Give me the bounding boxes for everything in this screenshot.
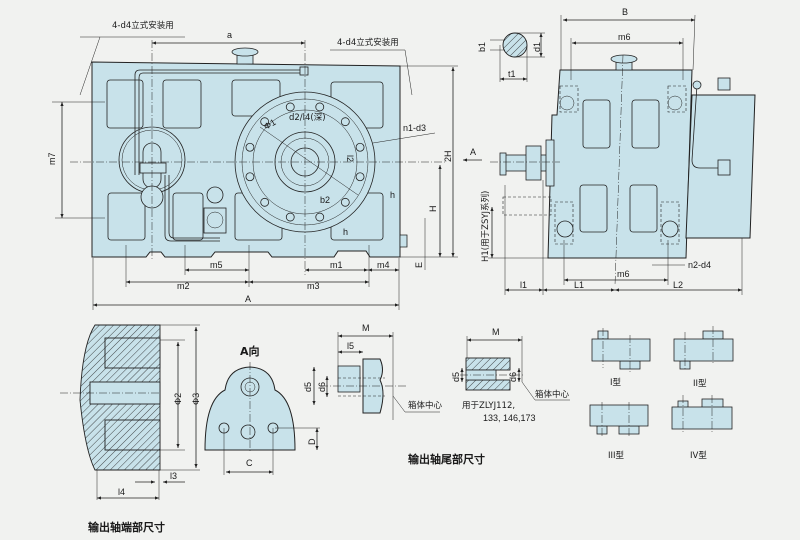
dim-m1: m1 — [330, 260, 343, 270]
dim-m2: m2 — [177, 281, 190, 291]
dim-d1: d1 — [532, 42, 542, 52]
dim-H1: H1(用于ZSYJ系列) — [480, 191, 491, 262]
dim-m6-bottom: m6 — [617, 269, 630, 279]
tail-right-d5: d5 — [451, 372, 461, 382]
dim-L2: L2 — [673, 280, 683, 290]
side-dimensions — [463, 14, 743, 295]
bolt-hole — [340, 117, 350, 127]
dim-t1: t1 — [508, 69, 516, 79]
dim-l3: l3 — [170, 471, 177, 481]
output-shaft-tail-right — [460, 336, 570, 401]
breather-cap — [231, 47, 259, 65]
dim-n2-d4: n2-d4 — [688, 260, 711, 270]
tail-right-d6: d6 — [508, 372, 518, 382]
oil-gauge — [203, 186, 227, 234]
tail-left-M: M — [362, 323, 370, 333]
dim-phi2: Φ2 — [173, 393, 183, 405]
bolt-hole — [340, 197, 350, 207]
dim-l1: l1 — [520, 280, 527, 290]
tail-left-l5: l5 — [347, 341, 354, 351]
oil-pipe — [134, 66, 309, 242]
dim-H: H — [428, 206, 438, 213]
dim-E: E — [414, 262, 424, 268]
bolt-hole — [315, 102, 325, 112]
tail-left-d5: d5 — [303, 382, 313, 392]
side-view: B m6 m6 b1 d1 t1 A H1(用于ZSYJ系列) l1 L1 L2… — [463, 7, 756, 295]
dim-h-bottom: h — [343, 227, 348, 237]
tail-right-note-2: 133, 146,173 — [483, 413, 536, 423]
dim-C: C — [246, 458, 253, 468]
dim-D: D — [307, 438, 317, 445]
bolt-hole — [245, 142, 255, 152]
bolt-hole — [355, 172, 365, 182]
type-II-diagram — [673, 326, 734, 370]
input-shaft-side — [499, 139, 555, 216]
type-II-label: II型 — [693, 379, 707, 389]
tail-right-note-1: 用于ZLYJ112, — [462, 401, 515, 411]
dim-B: B — [622, 7, 628, 17]
key-section — [490, 32, 545, 82]
front-dimensions — [52, 36, 458, 310]
type-IV-label: IV型 — [690, 451, 707, 461]
flange-bolt-holes — [245, 102, 365, 222]
dim-b2: b2 — [320, 195, 330, 205]
tail-left-d6: d6 — [317, 382, 327, 392]
tail-left-center: 箱体中心 — [408, 400, 443, 411]
front-view: 4-d4立式安装用 4-d4立式安装用 a A m2 m3 m5 m1 m4 m… — [47, 20, 458, 310]
output-shaft-tail-title: 输出轴尾部尺寸 — [408, 452, 485, 466]
tail-right-M: M — [492, 327, 500, 337]
bolt-hole — [355, 142, 365, 152]
type-III-label: III型 — [608, 451, 625, 461]
drain-plug — [399, 234, 408, 248]
type-IV-diagram — [671, 395, 733, 433]
dim-m4: m4 — [377, 260, 390, 270]
dim-l2: l2 — [345, 155, 355, 162]
breather-cap-side — [610, 54, 638, 71]
output-shaft-tail-left — [312, 332, 440, 420]
dim-m7: m7 — [47, 152, 57, 165]
dim-h-top: h — [390, 190, 395, 200]
dim-b1: b1 — [477, 42, 487, 52]
dim-m5: m5 — [210, 260, 223, 270]
dim-n1-d3: n1-d3 — [403, 123, 426, 133]
dim-m6-top: m6 — [618, 32, 631, 42]
side-pipe — [691, 77, 731, 176]
bolt-hole — [260, 117, 270, 127]
bolt-hole — [285, 212, 295, 222]
tail-right-center: 箱体中心 — [535, 389, 570, 400]
type-III-diagram — [589, 402, 649, 437]
output-shaft-end-section — [60, 324, 200, 500]
bolt-hole — [260, 197, 270, 207]
a-view-foot — [204, 362, 320, 475]
dim-d2-l4: d2/l4(深) — [289, 113, 326, 123]
dim-2H: 2H — [443, 150, 453, 162]
output-shaft-end-title: 输出轴端部尺寸 — [88, 520, 165, 534]
bolt-hole — [245, 172, 255, 182]
dim-A-arrow: A — [470, 147, 476, 157]
bolt-hole — [315, 212, 325, 222]
mount-note-right: 4-d4立式安装用 — [337, 37, 399, 48]
dim-l4: l4 — [118, 487, 125, 497]
type-I-diagram — [591, 328, 651, 372]
dim-a: a — [227, 30, 232, 40]
mount-note-left: 4-d4立式安装用 — [112, 20, 174, 31]
dim-A: A — [245, 294, 251, 304]
type-I-label: I型 — [610, 378, 622, 388]
dim-phi3: Φ3 — [191, 393, 201, 405]
dim-m3: m3 — [307, 281, 320, 291]
bolt-hole — [285, 102, 295, 112]
dim-L1: L1 — [574, 280, 584, 290]
a-view-title: A向 — [240, 344, 260, 358]
